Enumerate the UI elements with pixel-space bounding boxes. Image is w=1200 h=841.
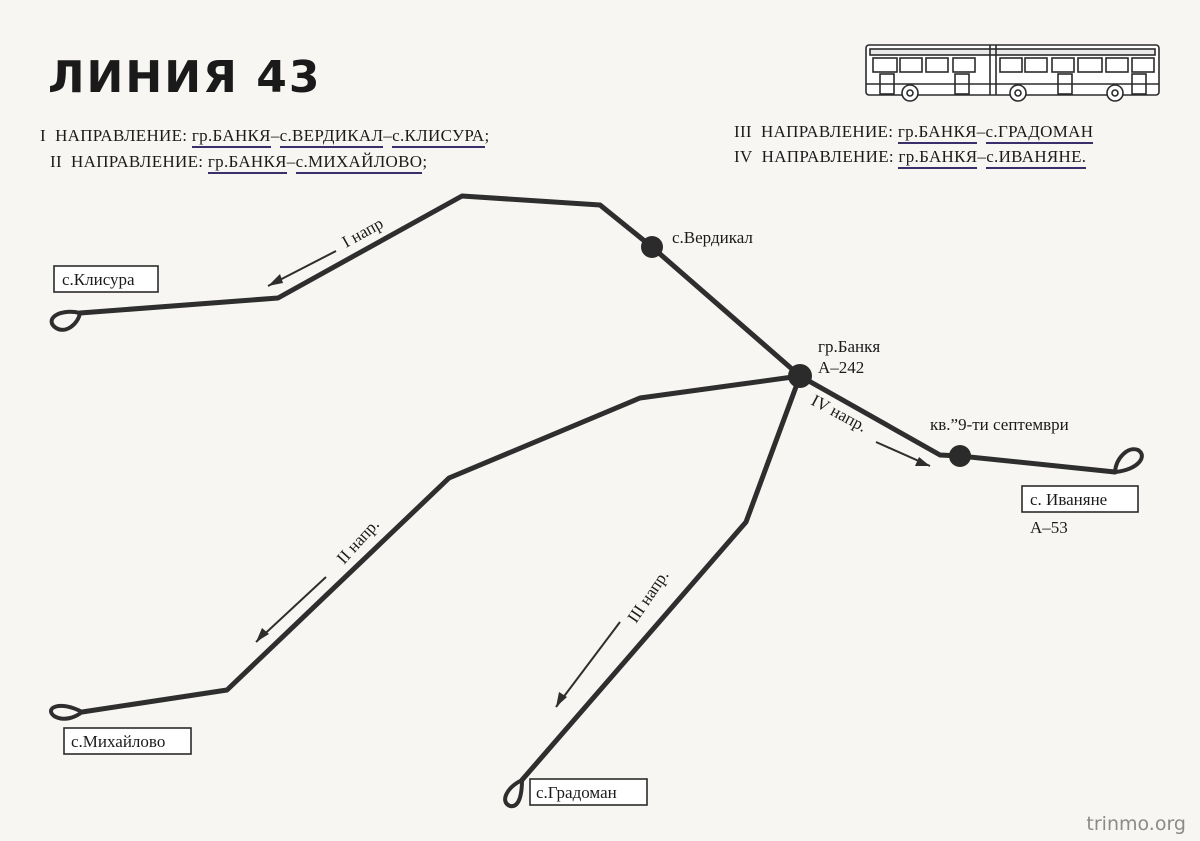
- direction-4: IV НАПРАВЛЕНИЕ: гр.БАНКЯ–с.ИВАНЯНЕ.: [734, 147, 1087, 169]
- route-1-line: [77, 193, 803, 379]
- route-4-arrow: [875, 441, 931, 467]
- direction-1: I НАПРАВЛЕНИЕ: гр.БАНКЯ–с.ВЕРДИКАЛ–с.КЛИ…: [40, 126, 490, 148]
- route-1-label: I напр: [339, 214, 387, 252]
- route-3-terminal-loop: [503, 776, 525, 809]
- terminal-gradoman: с.Градоман: [529, 778, 648, 806]
- stop-district-label: кв.”9-ти септември: [930, 415, 1069, 434]
- direction-2: II НАПРАВЛЕНИЕ: гр.БАНКЯ–с.МИХАЙЛОВО;: [50, 152, 427, 174]
- route-4-terminal-loop: [1112, 447, 1144, 475]
- stop-bankya-code: А–242: [818, 358, 864, 377]
- terminal-mihaylovo: с.Михайлово: [63, 727, 192, 755]
- route-3-line: [519, 373, 803, 783]
- terminal-klisura-label: с.Клисура: [62, 270, 135, 289]
- route-1-arrow: [267, 250, 337, 287]
- terminal-mihaylovo-label: с.Михайлово: [71, 732, 165, 751]
- terminal-ivanyane-code: А–53: [1030, 518, 1068, 537]
- route-2-line: [79, 373, 803, 715]
- page-title: ЛИНИЯ 43: [48, 52, 322, 103]
- terminal-ivanyane: с. Иваняне: [1021, 485, 1139, 513]
- route-3-arrow: [555, 621, 621, 708]
- direction-3: III НАПРАВЛЕНИЕ: гр.БАНКЯ–с.ГРАДОМАН: [734, 122, 1094, 144]
- route-2-arrow: [255, 576, 327, 643]
- stop-verdikal-label: с.Вердикал: [672, 228, 753, 247]
- watermark: trinmo.org: [1086, 813, 1186, 835]
- stop-verdikal-marker: [641, 236, 663, 258]
- terminal-gradoman-label: с.Градоман: [536, 783, 617, 802]
- terminal-klisura: с.Клисура: [53, 265, 159, 293]
- articulated-bus-icon: [865, 44, 1160, 102]
- terminal-ivanyane-label: с. Иваняне: [1030, 490, 1107, 509]
- stop-district-marker: [949, 445, 971, 467]
- route-2-label: II напр.: [333, 515, 383, 568]
- route-2-terminal-loop: [49, 703, 86, 721]
- route-1-terminal-loop: [49, 309, 83, 332]
- stop-bankya-label: гр.Банкя: [818, 337, 880, 356]
- stop-bankya-marker: [788, 364, 812, 388]
